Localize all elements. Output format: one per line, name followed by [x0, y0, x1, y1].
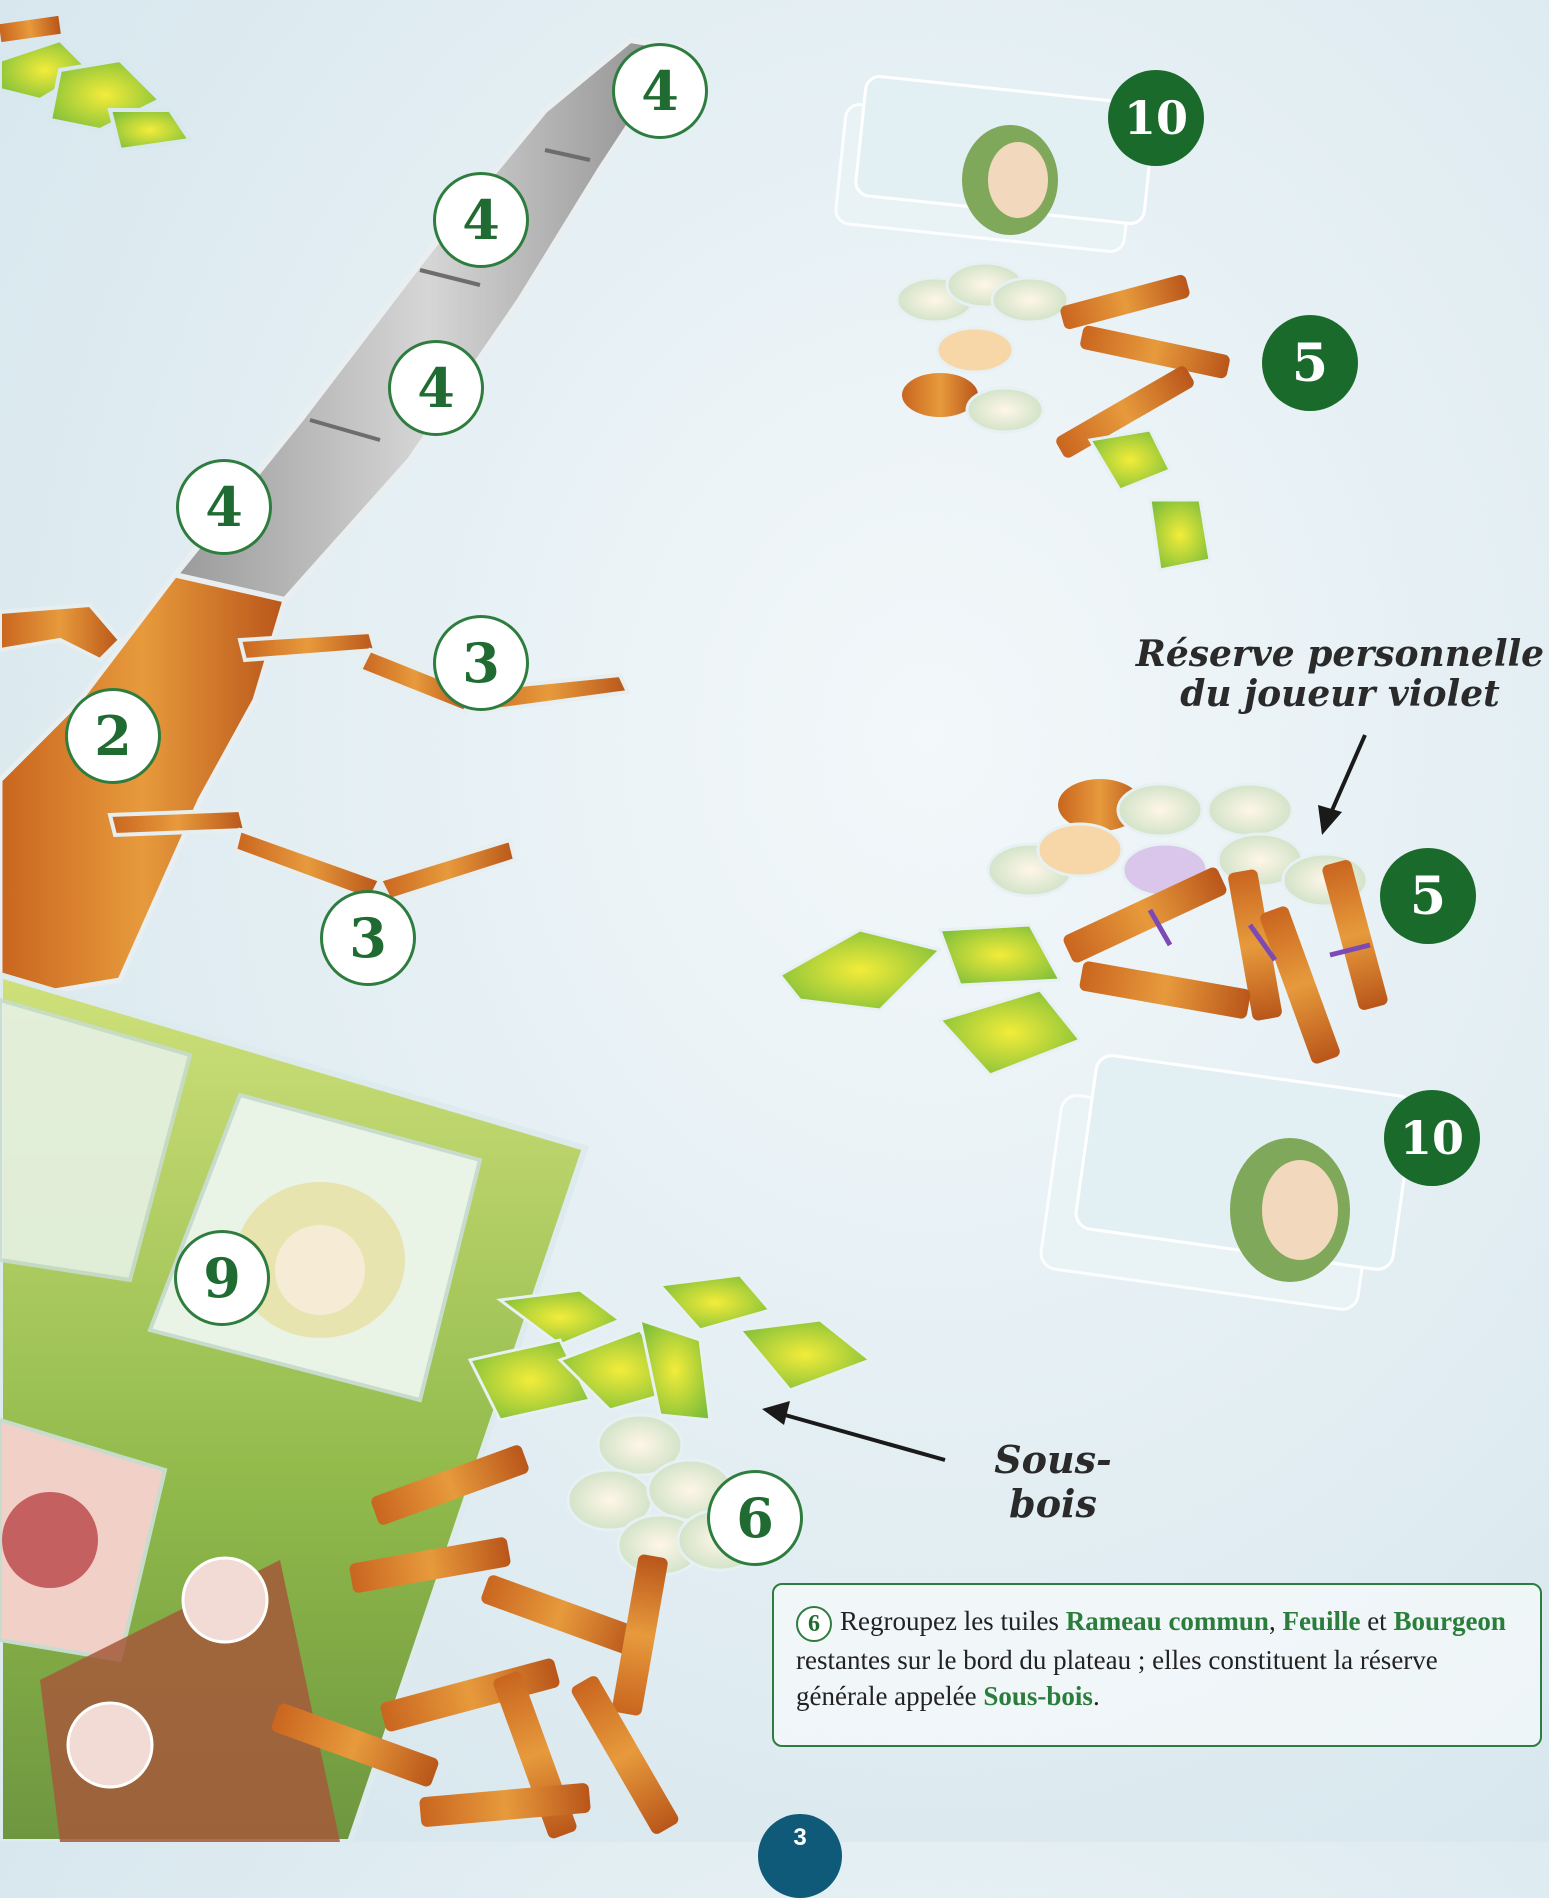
- keyword-feuille: Feuille: [1282, 1606, 1360, 1636]
- top-left-leaves: [0, 16, 190, 150]
- sous-bois-caption: Sous-bois: [958, 1438, 1148, 1526]
- arrow-sous-bois: [762, 1401, 945, 1460]
- deck-bottom-count-badge: 10: [1384, 1090, 1480, 1186]
- branch-count-badge: 3: [320, 890, 416, 986]
- personal-reserve-caption: Réserve personnelle du joueur violet: [1130, 634, 1549, 714]
- caption-line-1: Réserve personnelle: [1130, 634, 1549, 674]
- keyword-rameau-commun: Rameau commun: [1066, 1606, 1269, 1636]
- supply-top: [897, 263, 1231, 570]
- instruction-text: restantes sur le bord du plateau ; elles…: [796, 1645, 1438, 1711]
- trunk-count-badge: 4: [433, 172, 529, 268]
- caption-line-2: du joueur violet: [1130, 674, 1549, 714]
- branch-count-badge: 3: [433, 615, 529, 711]
- tree-trunk: [0, 40, 680, 1000]
- keyword-bourgeon: Bourgeon: [1393, 1606, 1506, 1636]
- instruction-text: ,: [1269, 1606, 1283, 1636]
- deck-top-count-badge: 10: [1108, 70, 1204, 166]
- deck-bottom: [1039, 1054, 1415, 1312]
- arrow-personal-reserve: [1318, 735, 1365, 835]
- player-board-badge: 9: [174, 1230, 270, 1326]
- instruction-text: Regroupez les tuiles: [840, 1606, 1066, 1636]
- step-number-badge: 6: [796, 1606, 832, 1642]
- branch-count-badge: 2: [65, 688, 161, 784]
- page-number: 3: [758, 1814, 842, 1898]
- deck-top: [835, 75, 1156, 253]
- instruction-text: et: [1360, 1606, 1393, 1636]
- instruction-text: .: [1093, 1681, 1100, 1711]
- sous-bois-count-badge: 6: [707, 1470, 803, 1566]
- illustration: [0, 0, 1549, 1842]
- personal-reserve: [780, 779, 1389, 1075]
- trunk-count-badge: 4: [388, 340, 484, 436]
- keyword-sous-bois: Sous-bois: [983, 1681, 1093, 1711]
- personal-reserve-count-badge: 5: [1380, 848, 1476, 944]
- instruction-box: 6 Regroupez les tuiles Rameau commun, Feu…: [772, 1583, 1542, 1747]
- supply-top-count-badge: 5: [1262, 315, 1358, 411]
- trunk-count-badge: 4: [612, 43, 708, 139]
- trunk-count-badge: 4: [176, 459, 272, 555]
